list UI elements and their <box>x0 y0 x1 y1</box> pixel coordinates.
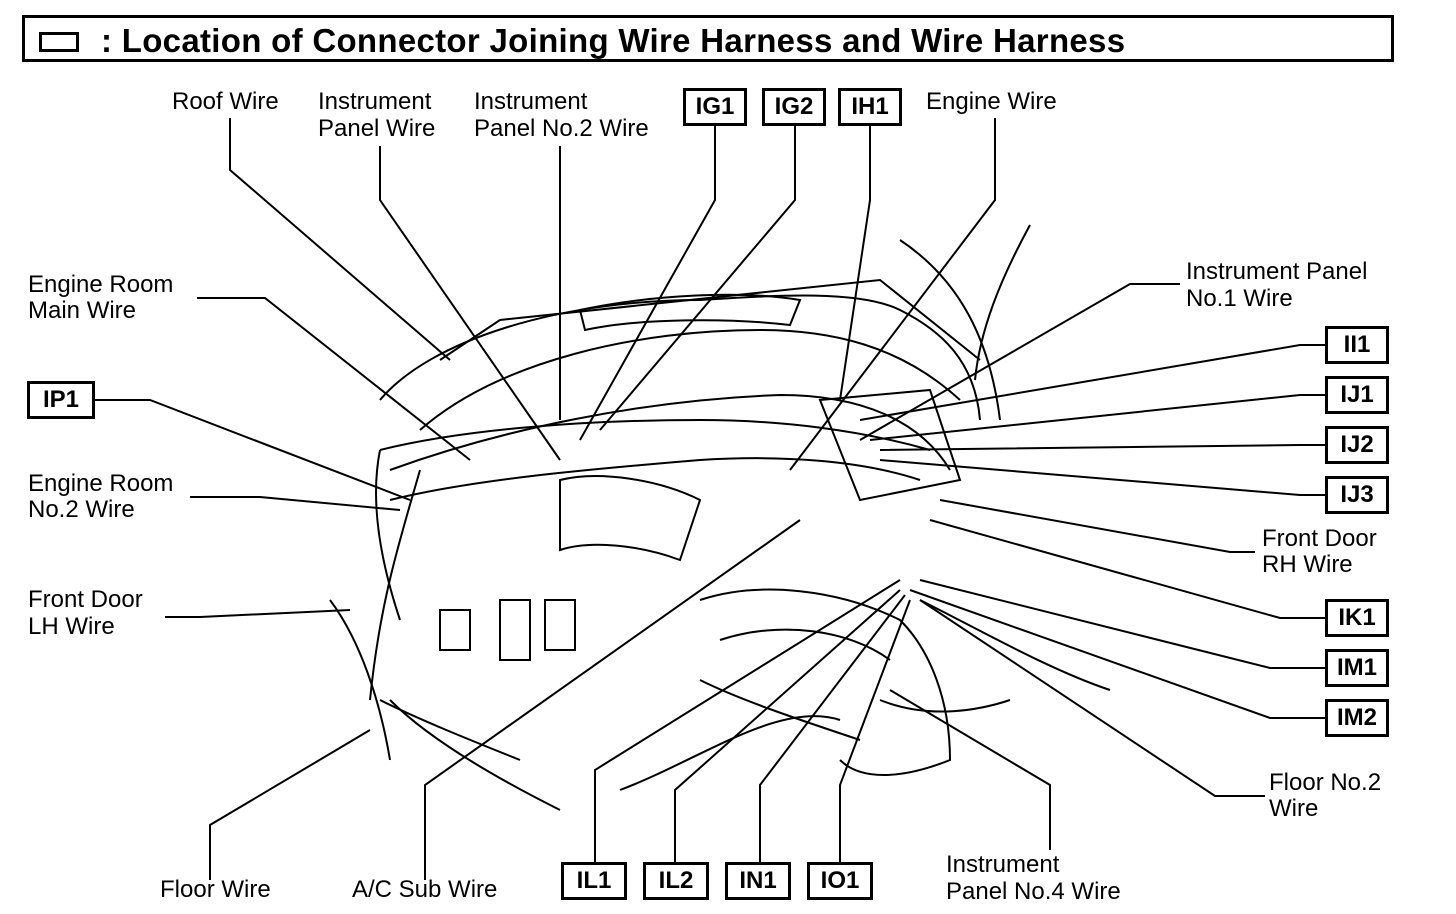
steering-column <box>559 475 702 562</box>
connector-ij2: IJ2 <box>1325 426 1389 464</box>
leader-floor-wire <box>209 729 371 880</box>
label-instrument-panel-no2-1: Instrument <box>474 88 588 115</box>
leader-im2 <box>909 589 1325 719</box>
pedal-right <box>544 599 576 651</box>
connector-ij3: IJ3 <box>1325 476 1389 514</box>
leader-ij2 <box>879 444 1325 451</box>
label-instrument-panel-wire-1: Instrument <box>318 88 432 115</box>
label-front-door-lh-2: LH Wire <box>28 613 115 640</box>
leader-instrument-panel-wire <box>379 146 561 461</box>
glovebox-outline <box>818 388 962 502</box>
leader-im1 <box>919 579 1325 669</box>
leader-ih1 <box>839 126 871 401</box>
pillar-left <box>369 469 421 701</box>
label-ac-sub-wire: A/C Sub Wire <box>352 876 498 903</box>
label-floor-no2-1: Floor No.2 <box>1269 769 1382 796</box>
harness-main-bundle <box>379 418 931 451</box>
page-title: : Location of Connector Joining Wire Har… <box>101 22 1126 59</box>
front-door-lh-harness <box>329 599 391 761</box>
floor-harness-left <box>389 699 561 811</box>
pedal-left <box>439 609 471 651</box>
connector-ig2: IG2 <box>762 88 826 126</box>
connector-im1: IM1 <box>1325 649 1389 687</box>
door-rh-outline <box>899 239 1001 421</box>
console-inner <box>719 628 891 661</box>
label-front-door-rh-2: RH Wire <box>1262 551 1353 578</box>
label-engine-room-no2-2: No.2 Wire <box>28 496 135 523</box>
door-rh-outline-2 <box>974 224 1031 381</box>
connector-in1: IN1 <box>725 862 791 900</box>
defroster-outline <box>578 293 802 332</box>
connector-box-icon <box>39 32 79 52</box>
title-box: : Location of Connector Joining Wire Har… <box>22 15 1394 62</box>
label-instrument-panel-wire-2: Panel Wire <box>318 115 436 142</box>
leader-il1 <box>594 579 901 862</box>
label-engine-room-no2-1: Engine Room <box>28 470 174 497</box>
leader-ig2 <box>599 126 796 431</box>
label-floor-no2-2: Wire <box>1269 795 1319 822</box>
windshield-line <box>439 278 981 361</box>
leader-engine-room-main <box>197 297 471 461</box>
leader-ii1 <box>859 344 1325 421</box>
leader-ip1 <box>95 399 411 501</box>
connector-il2: IL2 <box>643 862 709 900</box>
leader-front-door-rh <box>939 499 1255 553</box>
connector-im2: IM2 <box>1325 699 1389 737</box>
connector-ii1: II1 <box>1325 326 1389 364</box>
dashboard-upper-panel <box>419 328 961 431</box>
label-engine-wire: Engine Wire <box>926 88 1057 115</box>
label-roof-wire: Roof Wire <box>172 88 279 115</box>
lower-dash-left <box>379 699 521 761</box>
leader-ac-sub-wire <box>424 519 801 880</box>
label-floor-wire: Floor Wire <box>160 876 271 903</box>
label-instrument-panel-no4-2: Panel No.4 Wire <box>946 878 1121 905</box>
connector-ik1: IK1 <box>1325 599 1389 637</box>
harness-left-cluster <box>375 449 401 621</box>
connector-ij1: IJ1 <box>1325 376 1389 414</box>
leader-ij3 <box>879 459 1325 496</box>
dashboard-top-outline <box>379 294 981 421</box>
connector-ih1: IH1 <box>838 88 902 126</box>
leader-front-door-lh <box>165 609 351 618</box>
leader-ik1 <box>929 519 1325 619</box>
label-engine-room-main-2: Main Wire <box>28 297 137 324</box>
connector-io1: IO1 <box>807 862 873 900</box>
floor-harness-right <box>879 699 1011 713</box>
leader-io1 <box>839 599 911 862</box>
label-engine-room-main-1: Engine Room <box>28 271 174 298</box>
leader-ij1 <box>869 394 1325 441</box>
harness-bundle-2 <box>389 457 921 501</box>
leader-engine-wire <box>789 118 996 471</box>
leader-instrument-panel-no4 <box>889 689 1051 850</box>
label-front-door-lh-1: Front Door <box>28 586 143 613</box>
leader-engine-room-no2 <box>190 496 401 511</box>
center-floor-harness <box>699 679 861 741</box>
connector-ip1: IP1 <box>27 381 95 419</box>
label-instrument-panel-no1-2: No.1 Wire <box>1186 285 1293 312</box>
dashboard-lower-edge <box>389 393 951 471</box>
label-instrument-panel-no2-2: Panel No.2 Wire <box>474 115 649 142</box>
leader-in1 <box>759 594 906 862</box>
connector-il1: IL1 <box>561 862 627 900</box>
pedal-mid <box>499 599 531 661</box>
leader-roof-wire <box>229 118 451 361</box>
label-front-door-rh-1: Front Door <box>1262 525 1377 552</box>
center-console <box>699 588 952 776</box>
floor-no2-harness <box>919 599 1111 691</box>
leader-il2 <box>674 589 901 862</box>
leader-ig1 <box>579 126 716 441</box>
label-instrument-panel-no4-1: Instrument <box>946 851 1060 878</box>
leader-instrument-panel-no1 <box>859 283 1180 441</box>
ac-duct-harness <box>619 715 841 791</box>
connector-ig1: IG1 <box>683 88 747 126</box>
leader-floor-no2 <box>919 599 1265 797</box>
label-instrument-panel-no1-1: Instrument Panel <box>1186 258 1368 285</box>
